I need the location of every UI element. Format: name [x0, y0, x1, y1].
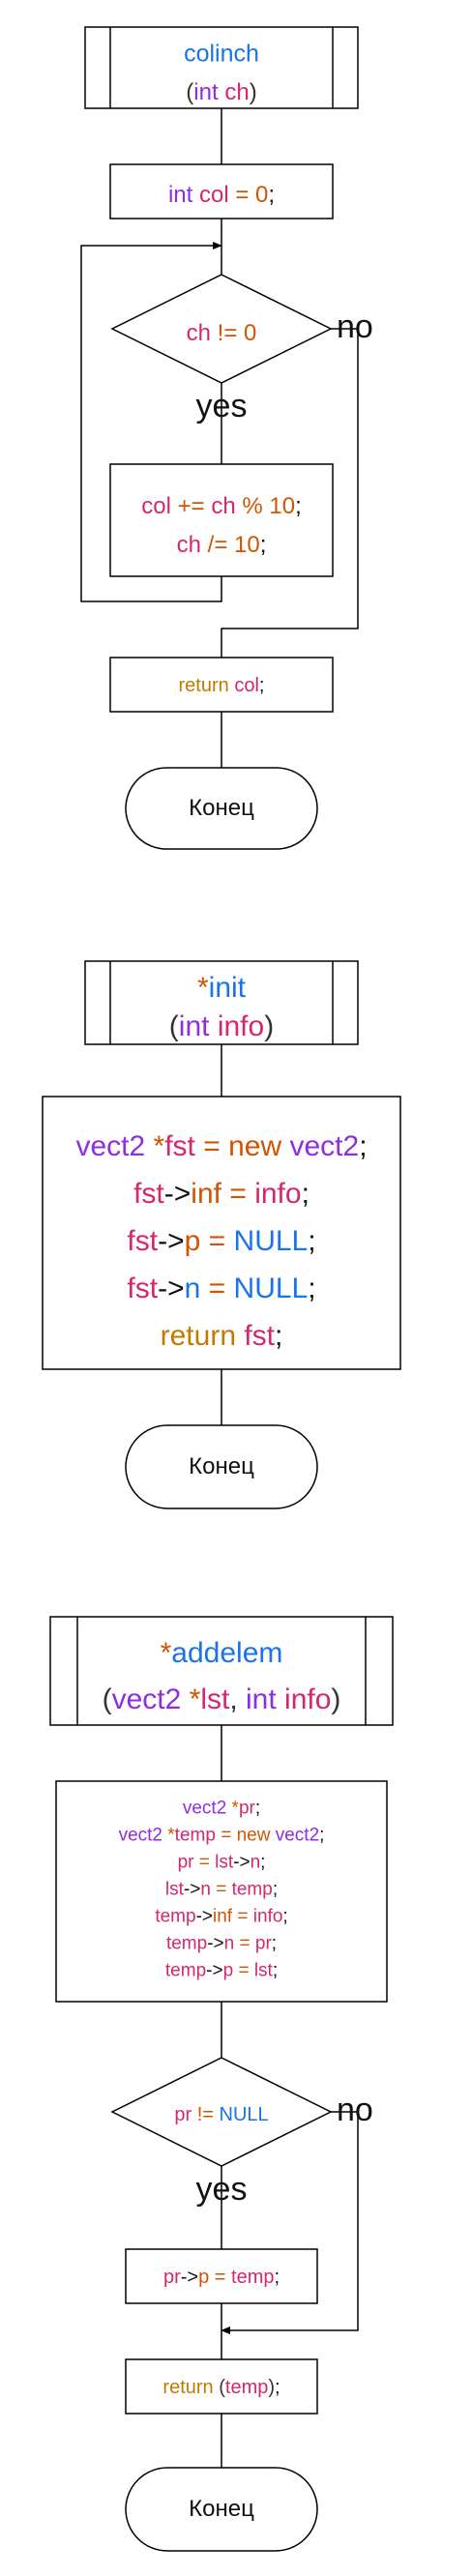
colinch-cond-var: ch: [186, 320, 211, 346]
addelem-body-line-2: vect2 *temp = new vect2;: [118, 1825, 325, 1846]
addelem-body-line-1: vect2 *pr;: [182, 1798, 261, 1819]
colinch-return-statement: return col;: [178, 675, 265, 696]
addelem-name: addelem: [171, 1637, 283, 1669]
colinch-name: colinch: [184, 40, 259, 68]
addelem-function-name: *addelem: [160, 1637, 283, 1669]
colinch-loop-back-line: [80, 242, 222, 602]
addelem-end-label: Конец: [189, 2496, 254, 2522]
colinch-function-params: (int ch): [186, 79, 257, 105]
addelem-assign-statement: pr->p = temp;: [162, 2267, 280, 2288]
init-function-params: (int info): [168, 1010, 275, 1042]
init-body-line-2: fst->inf = info;: [133, 1178, 310, 1210]
init-body-line-1: vect2 *fst = new vect2;: [75, 1130, 368, 1162]
init-function-name: *init: [196, 972, 247, 1004]
colinch-param-name: ch: [224, 79, 250, 105]
colinch-init-var: col: [198, 182, 229, 208]
init-end-label: Конец: [189, 1453, 254, 1479]
addelem-yes-label: yes: [195, 2171, 248, 2208]
colinch-no-branch-line: [221, 328, 359, 658]
colinch-cond-val: 0: [244, 320, 257, 346]
colinch-condition-text: ch != 0: [187, 322, 257, 345]
colinch-no-label: no: [337, 308, 373, 345]
addelem-body-line-7: temp->p = lst;: [164, 1960, 279, 1981]
addelem-no-branch-line: [221, 2111, 359, 2334]
addelem-return-statement: return (temp);: [162, 2377, 280, 2398]
colinch-body-line-1: col += ch % 10;: [141, 493, 302, 519]
addelem-body-line-3: pr = lst->n;: [177, 1852, 266, 1873]
addelem-body-line-6: temp->n = pr;: [165, 1933, 278, 1954]
colinch-init-statement: int col = 0;: [167, 182, 276, 208]
colinch-end-terminator: [125, 767, 318, 850]
init-body-line-4: fst->n = NULL;: [127, 1273, 316, 1304]
colinch-param-type: int: [193, 79, 219, 105]
init-end-terminator: [125, 1424, 318, 1509]
colinch-yes-label: yes: [195, 388, 248, 424]
addelem-no-label: no: [337, 2092, 373, 2128]
colinch-end-label: Конец: [189, 795, 254, 821]
init-body-line-3: fst->p = NULL;: [127, 1225, 316, 1257]
colinch-function-name: colinch: [184, 40, 259, 68]
colinch-body-line-2: ch /= 10;: [176, 532, 267, 558]
colinch-init-val: 0: [255, 182, 269, 208]
colinch-init-type: int: [167, 182, 193, 208]
colinch-body-block: [109, 463, 334, 577]
init-body-line-5: return fst;: [160, 1320, 283, 1352]
init-name: init: [208, 972, 247, 1004]
addelem-body-line-4: lst->n = temp;: [164, 1879, 279, 1900]
addelem-end-terminator: [125, 2467, 318, 2552]
colinch-cond-op: !=: [217, 320, 238, 346]
addelem-body-line-5: temp->inf = info;: [155, 1906, 288, 1927]
addelem-function-params: (vect2 *lst, int info): [102, 1683, 341, 1715]
addelem-condition-text: pr != NULL: [174, 2104, 269, 2125]
colinch-init-op: =: [235, 182, 250, 208]
